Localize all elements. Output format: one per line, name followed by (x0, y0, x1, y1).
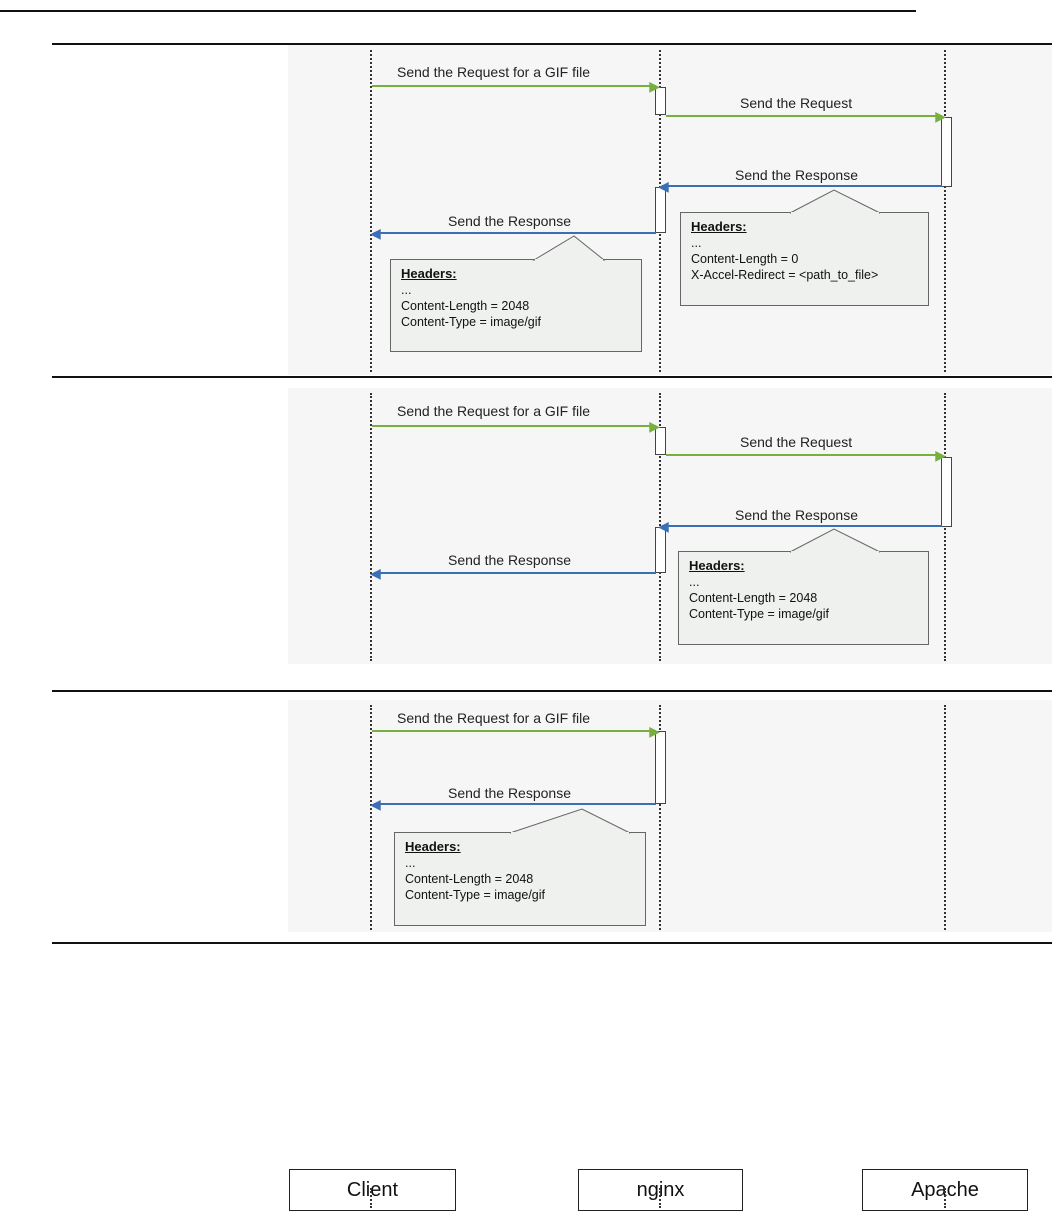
apache-headers-callout: Headers: ... Content-Length = 2048 Conte… (678, 551, 929, 645)
arrowhead-left-icon: ◀ (370, 225, 381, 241)
apache-headers-callout: Headers: ... Content-Length = 0 X-Accel-… (680, 212, 929, 306)
apache-lifeline (944, 705, 946, 930)
client-lifeline (370, 705, 372, 930)
arrowhead-right-icon: ▶ (649, 418, 660, 434)
nginx-activation (655, 527, 666, 573)
callout-line: Content-Length = 2048 (401, 299, 530, 313)
divider-3 (52, 690, 1052, 692)
nginx-lifeline (659, 705, 661, 930)
response-arrow: ◀ (658, 518, 942, 534)
client-lifeline (370, 393, 372, 661)
arrowhead-right-icon: ▶ (649, 723, 660, 739)
callout-line: Content-Type = image/gif (401, 315, 542, 329)
callout-pointer (532, 235, 606, 262)
request-arrow: ▶ (666, 447, 946, 463)
divider-4 (52, 942, 1052, 944)
request-arrow: ▶ (372, 723, 660, 739)
callout-pointer (789, 189, 881, 215)
client-box: Client (289, 1169, 456, 1211)
response-arrow: ◀ (658, 178, 942, 194)
arrowhead-left-icon: ◀ (658, 178, 669, 194)
nginx-headers-callout: Headers: ... Content-Length = 2048 Conte… (394, 832, 646, 926)
nginx-activation (655, 187, 666, 233)
callout-heading: Headers: (401, 266, 457, 281)
response-arrow: ◀ (370, 796, 656, 812)
apache-lifeline (944, 1188, 946, 1208)
callout-line: ... (401, 283, 412, 297)
request-label: Send the Request (740, 95, 853, 111)
request-arrow: ▶ (372, 418, 660, 434)
top-rule (0, 10, 916, 12)
nginx-activation (655, 731, 666, 804)
request-arrow: ▶ (372, 78, 660, 94)
callout-heading: Headers: (691, 219, 747, 234)
response-label: Send the Response (448, 785, 571, 801)
response-arrow: ◀ (370, 565, 656, 581)
arrowhead-right-icon: ▶ (649, 78, 660, 94)
callout-line: Content-Length = 2048 (689, 591, 818, 605)
request-label: Send the Request (740, 434, 853, 450)
callout-line: Content-Length = 0 (691, 252, 799, 266)
callout-line: Content-Length = 2048 (405, 872, 534, 886)
request-label: Send the Request for a GIF file (397, 64, 590, 80)
callout-line: ... (691, 236, 702, 250)
client-lifeline (370, 50, 372, 372)
divider-2 (52, 376, 1052, 378)
callout-line: X-Accel-Redirect = <path_to_file> (691, 268, 879, 282)
arrowhead-left-icon: ◀ (370, 796, 381, 812)
client-lifeline (370, 1188, 372, 1208)
callout-line: Content-Type = image/gif (689, 607, 830, 621)
callout-line: ... (405, 856, 416, 870)
response-label: Send the Response (448, 552, 571, 568)
response-arrow: ◀ (370, 225, 656, 241)
response-label: Send the Response (448, 213, 571, 229)
callout-pointer (509, 808, 631, 835)
callout-pointer (789, 528, 881, 554)
response-label: Send the Response (735, 507, 858, 523)
arrowhead-right-icon: ▶ (935, 108, 946, 124)
response-label: Send the Response (735, 167, 858, 183)
arrowhead-left-icon: ◀ (658, 518, 669, 534)
request-arrow: ▶ (666, 108, 946, 124)
apache-lifeline (944, 50, 946, 372)
callout-line: ... (689, 575, 700, 589)
nginx-activation (655, 87, 666, 115)
arrowhead-left-icon: ◀ (370, 565, 381, 581)
apache-lifeline (944, 393, 946, 661)
divider-1 (52, 43, 1052, 45)
arrowhead-right-icon: ▶ (935, 447, 946, 463)
callout-line: Content-Type = image/gif (405, 888, 546, 902)
apache-activation (941, 117, 952, 187)
callout-heading: Headers: (405, 839, 461, 854)
nginx-headers-callout: Headers: ... Content-Length = 2048 Conte… (390, 259, 642, 352)
callout-heading: Headers: (689, 558, 745, 573)
request-label: Send the Request for a GIF file (397, 710, 590, 726)
nginx-activation (655, 427, 666, 455)
nginx-lifeline (659, 1188, 661, 1208)
request-label: Send the Request for a GIF file (397, 403, 590, 419)
apache-activation (941, 457, 952, 527)
